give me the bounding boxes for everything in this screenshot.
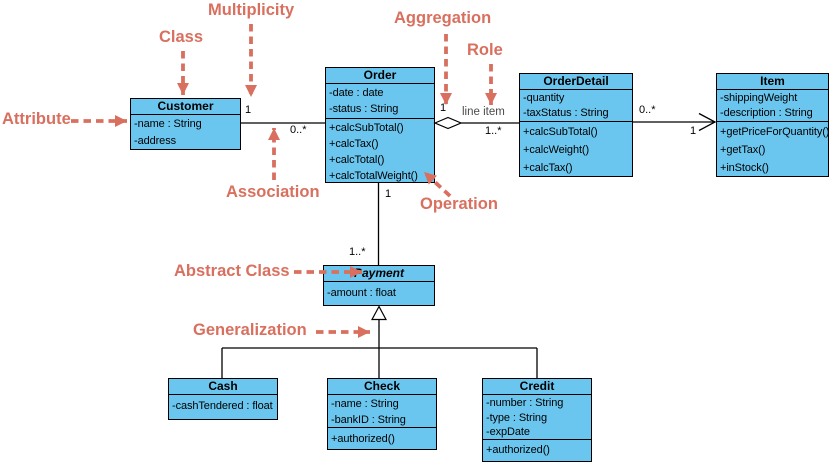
attribute-row: -address [134, 135, 176, 147]
class-item-title: Item [717, 74, 828, 90]
generalization-triangle [370, 305, 388, 321]
operation-row: +calcTotal() [329, 154, 385, 166]
multiplicity-detail-item-1: 1 [690, 125, 697, 137]
attribute-row: -type : String [486, 411, 547, 424]
class-credit[interactable]: Credit -number : String -type : String -… [482, 378, 592, 462]
attribute-row: -date : date [329, 87, 384, 99]
attribute-row: -quantity [523, 92, 565, 104]
operation-row: +calcSubTotal() [329, 122, 404, 134]
operation-row: +getPriceForQuantity() [720, 126, 828, 138]
attribute-row: -shippingWeight [720, 92, 798, 104]
operation-row: +inStock() [720, 162, 769, 175]
credit-operations-compartment: +authorized() [483, 439, 591, 461]
role-annotation-label: Role [467, 41, 503, 59]
orderdetail-operations-compartment: +calcSubTotal() +calcWeight() +calcTax() [520, 121, 632, 176]
operation-row: +authorized() [331, 433, 395, 445]
check-attributes-compartment: -name : String -bankID : String [328, 395, 436, 427]
class-orderdetail-title: OrderDetail [520, 74, 632, 90]
class-customer-title: Customer [131, 99, 240, 115]
operation-row: +getTax() [720, 144, 766, 157]
multiplicity-orderdetail-many: 1..* [485, 125, 502, 137]
orderdetail-attributes-compartment: -quantity -taxStatus : String [520, 90, 632, 121]
class-orderdetail[interactable]: OrderDetail -quantity -taxStatus : Strin… [519, 73, 633, 177]
multiplicity-order-aggregation-1: 1 [440, 102, 447, 114]
attribute-row: -number : String [486, 397, 564, 409]
payment-attributes-compartment: -amount : float [324, 282, 434, 305]
class-customer[interactable]: Customer -name : String -address [130, 98, 241, 150]
operation-row: +calcTotalWeight() [329, 170, 418, 182]
multiplicity-customer-order-many: 0..* [290, 124, 307, 136]
attribute-row: -name : String [134, 118, 202, 130]
class-cash[interactable]: Cash -cashTendered : float [168, 378, 278, 420]
credit-attributes-compartment: -number : String -type : String -expDate [483, 395, 591, 439]
attribute-row: -amount : float [327, 287, 396, 299]
aggregation-label: Aggregation [394, 9, 492, 27]
class-item[interactable]: Item -shippingWeight -description : Stri… [716, 73, 829, 177]
operation-row: +calcSubTotal() [523, 126, 598, 138]
operation-row: +calcWeight() [523, 144, 590, 157]
role-line-item: line item [462, 106, 505, 118]
class-payment-title: Payment [324, 266, 434, 282]
class-check[interactable]: Check -name : String -bankID : String +a… [327, 378, 437, 450]
attribute-row: -taxStatus : String [523, 107, 609, 120]
class-label: Class [159, 28, 204, 46]
operation-row: +authorized() [486, 444, 550, 456]
multiplicity-customer-order-1: 1 [245, 104, 252, 116]
operation-row: +calcTax() [329, 138, 379, 150]
class-order-title: Order [326, 68, 434, 84]
multiplicity-order-payment-1: 1 [385, 188, 392, 200]
attribute-row: -status : String [329, 103, 399, 115]
check-operations-compartment: +authorized() [328, 427, 436, 449]
customer-attributes-compartment: -name : String -address [131, 115, 240, 149]
order-attributes-compartment: -date : date -status : String [326, 84, 434, 118]
attribute-row: -expDate [486, 426, 530, 438]
attribute-row: -description : String [720, 107, 813, 120]
attribute-label: Attribute [2, 110, 71, 128]
attribute-row: -cashTendered : float [172, 400, 273, 412]
operation-row: +calcTax() [523, 162, 573, 175]
association-label: Association [226, 183, 320, 201]
class-credit-title: Credit [483, 379, 591, 395]
operation-label: Operation [420, 195, 498, 213]
item-operations-compartment: +getPriceForQuantity() +getTax() +inStoc… [717, 121, 828, 176]
cash-attributes-compartment: -cashTendered : float [169, 395, 277, 419]
generalization-label: Generalization [193, 321, 307, 339]
multiplicity-detail-item-many: 0..* [639, 104, 656, 116]
class-order[interactable]: Order -date : date -status : String +cal… [325, 67, 435, 183]
aggregation-diamond [433, 116, 463, 130]
class-payment[interactable]: Payment -amount : float [323, 265, 435, 306]
abstract-class-label: Abstract Class [174, 262, 290, 280]
attribute-row: -bankID : String [331, 414, 406, 426]
class-check-title: Check [328, 379, 436, 395]
attribute-row: -name : String [331, 398, 399, 410]
order-operations-compartment: +calcSubTotal() +calcTax() +calcTotal() … [326, 118, 434, 182]
item-attributes-compartment: -shippingWeight -description : String [717, 90, 828, 121]
multiplicity-order-payment-many: 1..* [349, 246, 366, 258]
multiplicity-label: Multiplicity [208, 1, 295, 19]
open-arrowhead-item [698, 112, 717, 132]
class-cash-title: Cash [169, 379, 277, 395]
